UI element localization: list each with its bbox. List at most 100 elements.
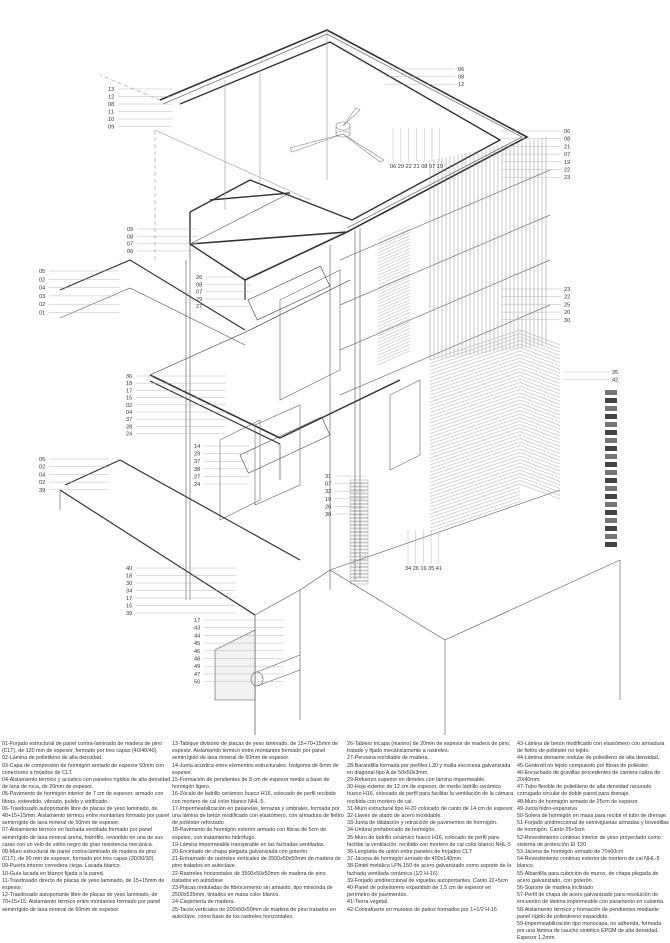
windows (219, 269, 421, 521)
callout-label: 02 (39, 277, 45, 283)
callout-label: 19 (437, 164, 443, 170)
callout-label: 12 (458, 82, 464, 88)
callout-label: 26 (196, 275, 202, 281)
callout-label: 04 (39, 472, 45, 478)
legend-item: 58-Aislamiento térmico y formación de pe… (517, 906, 659, 920)
callout-label: 44 (194, 633, 200, 639)
legend-item: 44-Lámina drenante nodular de polietilen… (517, 755, 660, 762)
callout-label: 07 (564, 152, 570, 158)
legend-item: 13-Tabique divisorio de placas de yeso l… (172, 741, 339, 762)
callout-label: 19 (564, 160, 570, 166)
structural-columns (185, 228, 361, 600)
roof-slab (159, 29, 529, 300)
legend-item: 51-Forjado unidireccional de semivigueta… (517, 820, 669, 834)
legend-item: 45-Geotextil no tejido compuesto por fib… (517, 762, 650, 769)
callout-label: 09 (108, 125, 114, 131)
rolling-shutter (377, 225, 411, 365)
callout-label: 29 (398, 164, 404, 170)
callout-label: 40 (126, 566, 132, 572)
legend-column-4: 43-Lámina de betún modificado con elastó… (517, 741, 669, 943)
legend-item: 04-Aislamiento térmico y acústico con pa… (2, 777, 171, 791)
legend-item: 27-Persiana enrollable de madera. (347, 755, 429, 762)
legend-item: 49-Junta hidro-expansiva (517, 805, 578, 812)
callout-label: 01 (39, 311, 45, 317)
callout-label: 22 (564, 295, 570, 301)
legend-item: 17-Impermeabilización en pasarelas, terr… (172, 805, 344, 827)
legend-item: 24-Carpintería de madera. (172, 899, 235, 906)
legend: 01-Forjado estructural de panel contra-l… (0, 741, 670, 941)
legend-item: 10-Guía lacada en blanco fijada a la par… (2, 870, 105, 877)
legend-item: 15-Formación de pendientes de 8 cm de es… (172, 777, 330, 791)
legend-item: 31-Muro estructural tipo H-20 colocado d… (347, 805, 514, 812)
callout-label: 17 (126, 596, 132, 602)
legend-item: 37-Jácena de hormigón armado de 400x140m… (347, 856, 462, 863)
callout-label: 41 (436, 566, 442, 572)
ground-floor-slab (59, 459, 621, 735)
callout-label: 42 (612, 378, 618, 384)
legend-item: 26-Tablero tricapa (marino) de 20mm de e… (347, 741, 511, 755)
legend-item: 30-Hoja exterior de 12 cm de espesor, de… (347, 784, 515, 805)
callout-label: 19 (325, 497, 331, 503)
legend-item: 54-Revestimiento continuo exterior de mo… (517, 856, 660, 870)
callout-label: 30 (564, 318, 570, 324)
legend-item: 38-Dintel metálico LPN 150 de acero galv… (347, 863, 512, 877)
callout-label: 05 (39, 457, 45, 463)
callout-label: 15 (126, 604, 132, 610)
interior-walls (99, 30, 328, 260)
legend-item: 34-Umbral prefabricado de hormigón. (347, 827, 436, 834)
callout-label: 18 (126, 574, 132, 580)
callout-label: 03 (39, 294, 45, 300)
callout-label: 26 (413, 566, 419, 572)
linework (59, 29, 621, 735)
legend-item: 21-Entramado de rastreles verticales de … (172, 856, 341, 870)
callout-label: 31 (325, 474, 331, 480)
callout-label: 23 (564, 287, 570, 293)
callout-label: 34 (405, 566, 411, 572)
legend-item: 35-Muro de ladrillo cerámico hueco H16, … (347, 834, 511, 848)
legend-item: 56-Soporte de madera inclinado (517, 885, 594, 892)
callout-label: 43 (194, 626, 200, 632)
callout-label: 39 (126, 611, 132, 617)
callout-label: 21 (564, 144, 570, 150)
callout-label: 25 (564, 302, 570, 308)
legend-item: 53-Jácena de hormigón armado de 70x60cm (517, 849, 624, 856)
legend-item: 57-Perfil de chapa de acero galvanizado … (517, 892, 665, 906)
callout-label: 22 (406, 164, 412, 170)
callout-label: 48 (194, 657, 200, 663)
legend-item: 07-Aislamiento térmico en fachada ventil… (2, 827, 163, 848)
brick-wall-hatch (349, 329, 617, 585)
corrugated-cladding (339, 136, 551, 396)
legend-item: 14-Junta acústica entre elementos estruc… (172, 762, 339, 776)
callout-label: 30 (325, 512, 331, 518)
callout-label: 04 (39, 286, 45, 292)
callout-label: 15 (126, 396, 132, 402)
callout-label: 49 (194, 664, 200, 670)
legend-item: 02-Lámina de polietileno de alta densida… (2, 755, 103, 762)
legend-item: 50-Solera de hormigón en masa para recib… (517, 813, 668, 820)
callout-label: 11 (108, 110, 114, 116)
callout-label: 13 (108, 87, 114, 93)
legend-item: 28-Barandilla formada por perfiles L30 y… (347, 762, 511, 776)
callout-label: 08 (564, 137, 570, 143)
legend-column-1: 01-Forjado estructural de panel contra-l… (2, 741, 172, 914)
legend-item: 18-Pavimento de hormigón exterior armado… (172, 827, 327, 841)
legend-item: 33-Junta de dilatación y retracción de p… (347, 820, 498, 827)
legend-item: 06-Trasdosado autoportante libre de plac… (2, 805, 170, 827)
callout-label: 18 (126, 381, 132, 387)
legend-item: 36-Lengüeta de unión entre paneles de fo… (347, 849, 472, 856)
legend-item: 19-Lámina impermeable transpirable en la… (172, 841, 325, 848)
callout-label: 29 (196, 297, 202, 303)
drainage-pipe-icon (250, 654, 301, 687)
legend-item: 23-Placas onduladas de fibrocemento sin … (172, 885, 333, 899)
callout-label: 23 (564, 175, 570, 181)
legend-item: 25-Tacos verticales de 200x50x50mm de ma… (172, 906, 336, 920)
callout-label: 07 (429, 164, 435, 170)
callout-label: 10 (108, 117, 114, 123)
legend-item: 01-Forjado estructural de panel contra-l… (2, 741, 163, 755)
legend-item: 46-Encachado de gravillas procedentes de… (517, 769, 661, 784)
callout-label: 04 (126, 410, 132, 416)
callout-label: 27 (194, 474, 200, 480)
callout-label: 02 (39, 465, 45, 471)
callout-label: 06 (564, 129, 570, 135)
